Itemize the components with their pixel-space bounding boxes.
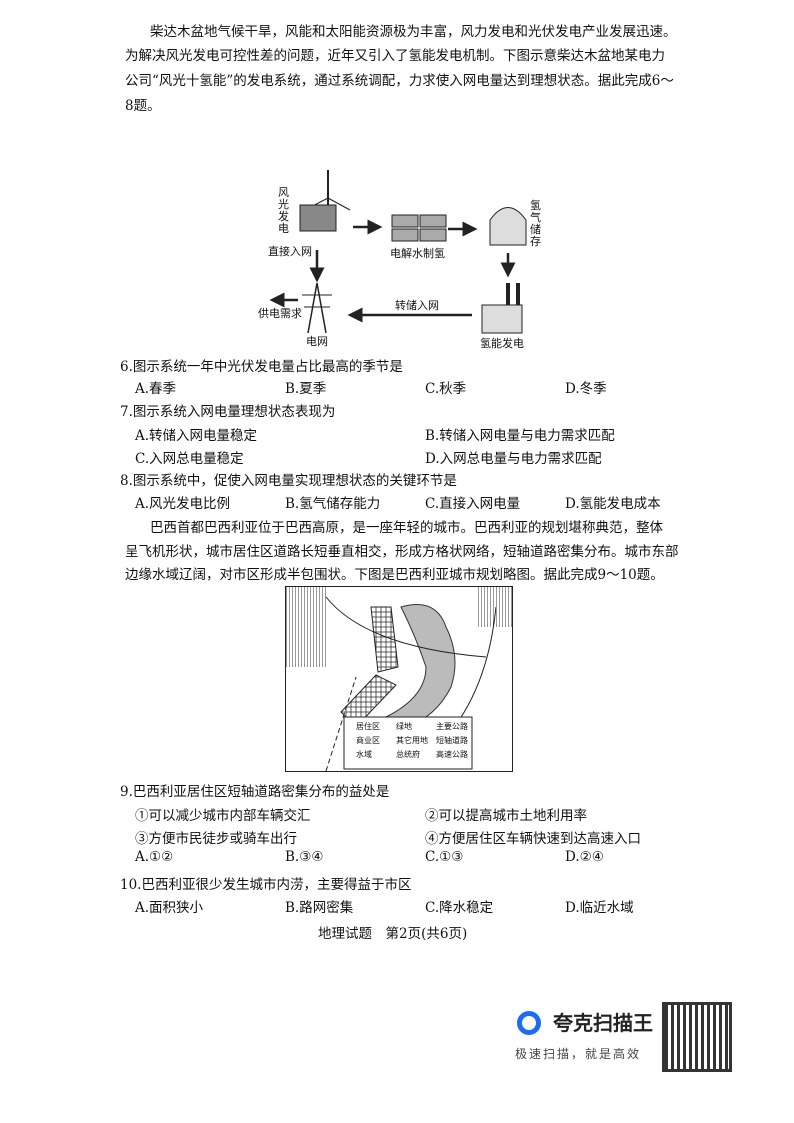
label-storage: 氢气储存 bbox=[530, 199, 541, 248]
qr-code bbox=[662, 1002, 732, 1072]
watermark-name: 夸克扫描王 bbox=[553, 1011, 653, 1035]
q9-item: ④方便居住区车辆快速到达高速入口 bbox=[425, 831, 641, 847]
intro-line: 呈飞机形状，城市居住区道路长短垂直相交，形成方格状网络，短轴道路密集分布。城市东… bbox=[125, 544, 679, 560]
intro-line: 巴西首都巴西利亚位于巴西高原，是一座年轻的城市。巴西利亚的规划堪称典范，整体 bbox=[150, 520, 663, 536]
legend-item: 总统府 bbox=[396, 750, 420, 759]
intro-line: 为解决风光发电可控性差的问题，近年又引入了氢能发电机制。下图示意柴达木盆地某电力 bbox=[125, 48, 665, 64]
intro-line: 8题。 bbox=[125, 98, 161, 114]
intro-line: 边缘水域辽阔，对市区形成半包围状。下图是巴西利亚城市规划略图。据此完成9～10题… bbox=[125, 567, 664, 583]
label-grid: 电网 bbox=[306, 335, 328, 348]
q9-option: A.①② bbox=[135, 849, 174, 865]
page-footer: 地理试题 第2页(共6页) bbox=[318, 926, 468, 942]
legend-item: 短轴道路 bbox=[436, 736, 468, 745]
legend-item: 水域 bbox=[356, 750, 372, 759]
q10-option: C.降水稳定 bbox=[425, 900, 494, 916]
q8-option: B.氢气储存能力 bbox=[285, 496, 381, 512]
q6-option: B.夏季 bbox=[285, 381, 327, 397]
q10-stem: 10.巴西利亚很少发生城市内涝，主要得益于市区 bbox=[120, 877, 412, 893]
q8-stem: 8.图示系统中，促使入网电量实现理想状态的关键环节是 bbox=[120, 473, 457, 489]
legend-item: 商业区 bbox=[356, 736, 380, 745]
q10-option: B.路网密集 bbox=[285, 900, 354, 916]
hydrogen-tank-icon bbox=[489, 207, 527, 246]
q6-option: D.冬季 bbox=[565, 381, 607, 397]
q7-option: B.转储入网电量与电力需求匹配 bbox=[425, 428, 615, 444]
q9-item: ③方便市民徒步或骑车出行 bbox=[135, 831, 297, 847]
pylon-icon bbox=[302, 282, 332, 334]
solar-panel-icon bbox=[299, 204, 337, 232]
intro-line: 公司“风光十氢能”的发电系统，通过系统调配，力求使入网电量达到理想状态。据此完成… bbox=[125, 73, 674, 89]
label-transfer: 转储入网 bbox=[395, 299, 439, 312]
residential-north bbox=[370, 606, 399, 673]
q10-option: A.面积狭小 bbox=[135, 900, 204, 916]
quark-logo-icon bbox=[517, 1011, 541, 1035]
watermark-slogan: 极速扫描，就是高效 bbox=[515, 1047, 642, 1061]
power-plant-icon bbox=[481, 283, 523, 334]
q8-option: D.氢能发电成本 bbox=[565, 496, 661, 512]
q9-option: B.③④ bbox=[285, 849, 324, 865]
q9-option: C.①③ bbox=[425, 849, 464, 865]
q9-item: ①可以减少城市内部车辆交汇 bbox=[135, 808, 311, 824]
legend-item: 绿地 bbox=[396, 722, 412, 731]
q6-stem: 6.图示系统一年中光伏发电量占比最高的季节是 bbox=[120, 359, 403, 375]
diagram-graphics bbox=[269, 170, 527, 334]
electrolyzer-icon bbox=[391, 214, 447, 242]
q6-option: A.春季 bbox=[135, 381, 177, 397]
q9-item: ②可以提高城市土地利用率 bbox=[425, 808, 587, 824]
legend-item: 高速公路 bbox=[436, 750, 468, 759]
label-electrolysis: 电解水制氢 bbox=[390, 247, 445, 260]
legend-item: 主要公路 bbox=[436, 722, 468, 731]
legend-item: 居住区 bbox=[356, 722, 380, 731]
power-system-diagram: 风光发电 直接入网 电解水制氢 氢气储存 电网 供电需求 转储入网 氢能发电 bbox=[250, 165, 550, 355]
q6-option: C.秋季 bbox=[425, 381, 467, 397]
label-h2-power: 氢能发电 bbox=[480, 337, 524, 350]
label-demand: 供电需求 bbox=[258, 307, 302, 320]
q7-option: A.转储入网电量稳定 bbox=[135, 428, 258, 444]
q9-option: D.②④ bbox=[565, 849, 604, 865]
q10-option: D.临近水域 bbox=[565, 900, 634, 916]
legend-item: 其它用地 bbox=[396, 736, 428, 745]
q8-option: A.风光发电比例 bbox=[135, 496, 231, 512]
label-direct: 直接入网 bbox=[268, 245, 312, 258]
q7-stem: 7.图示系统入网电量理想状态表现为 bbox=[120, 404, 336, 420]
label-wind-solar: 风光发电 bbox=[278, 186, 289, 235]
q8-option: C.直接入网电量 bbox=[425, 496, 521, 512]
map-graphics bbox=[286, 587, 512, 772]
q9-stem: 9.巴西利亚居住区短轴道路密集分布的益处是 bbox=[120, 784, 390, 800]
q7-option: C.入网总电量稳定 bbox=[135, 451, 244, 467]
q7-option: D.入网总电量与电力需求匹配 bbox=[425, 451, 602, 467]
intro-line: 柴达木盆地气候干旱，风能和太阳能资源极为丰富，风力发电和光伏发电产业发展迅速。 bbox=[150, 24, 677, 40]
brasilia-map: 居住区 绿地 主要公路 商业区 其它用地 短轴道路 水域 总统府 高速公路 bbox=[285, 586, 513, 772]
